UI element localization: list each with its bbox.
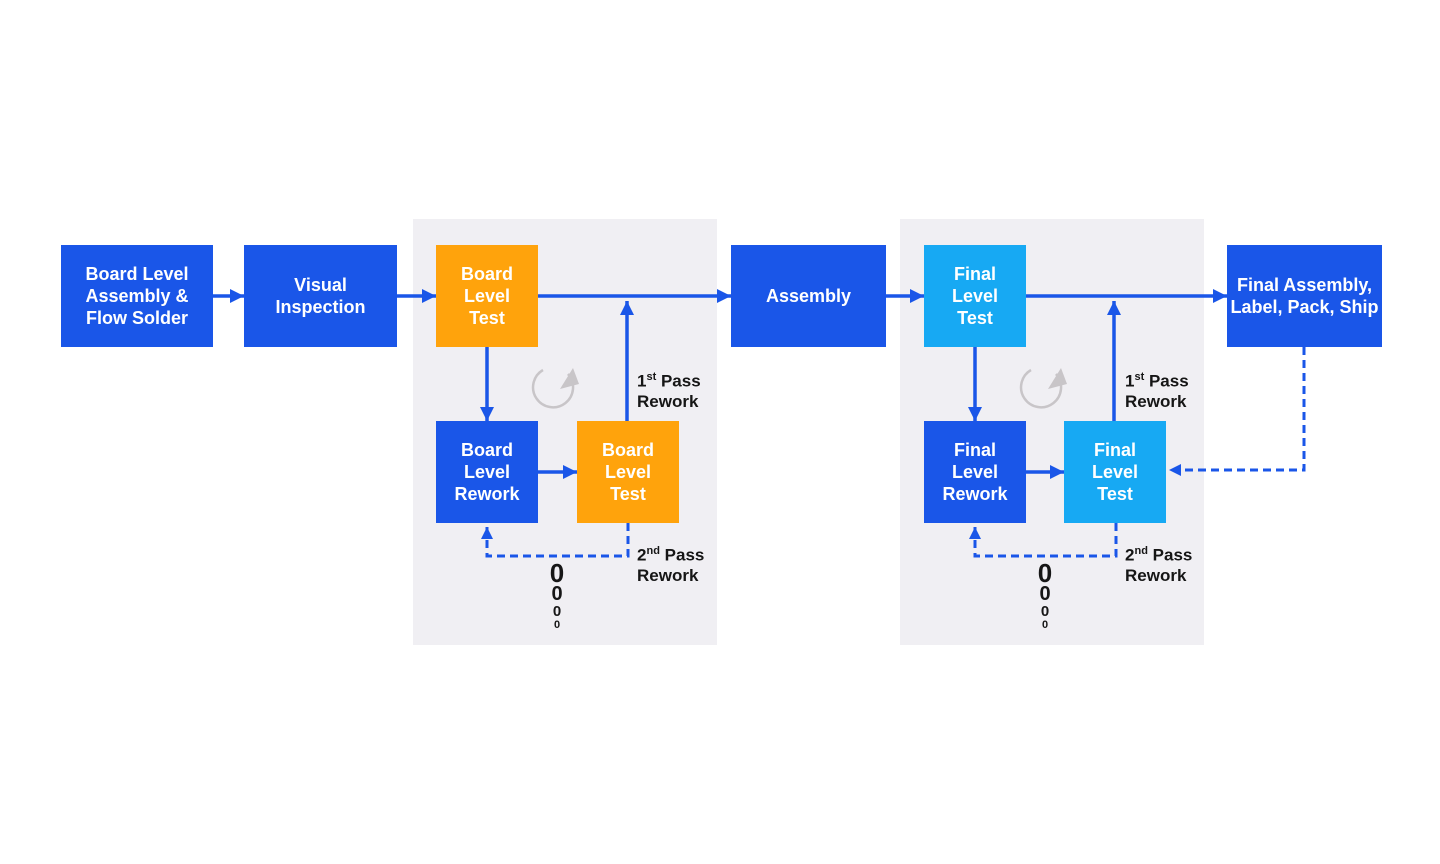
- node-board-level-retest: Board Level Test: [577, 421, 679, 523]
- node-visual-inspection: Visual Inspection: [244, 245, 397, 347]
- node-label: Assembly: [765, 286, 852, 306]
- pass-label-line1: 1st Pass: [1125, 371, 1189, 391]
- final-zero-defects-column: 0 0 0 0: [1015, 558, 1075, 631]
- node-label: Visual Inspection: [275, 275, 366, 317]
- pass-label-line2: Rework: [1125, 565, 1187, 585]
- node-final-level-retest: Final Level Test: [1064, 421, 1166, 523]
- ordinal-superscript: nd: [646, 545, 660, 557]
- node-label: Final Level Test: [1091, 440, 1139, 504]
- node-label: Board Level Test: [601, 440, 654, 504]
- pass-label-line1: 2nd Pass: [1125, 545, 1193, 565]
- ordinal-superscript: nd: [1134, 545, 1148, 557]
- label-final-first-pass-rework: 1st Pass Rework: [1125, 367, 1189, 412]
- node-final-level-test: Final Level Test: [924, 245, 1026, 347]
- node-board-level-assembly: Board Level Assembly & Flow Solder: [61, 245, 213, 347]
- zero-digit: 0: [1040, 603, 1050, 620]
- pass-label-line2: Rework: [637, 391, 699, 411]
- node-board-level-test: Board Level Test: [436, 245, 538, 347]
- node-label: Final Level Rework: [942, 440, 1008, 504]
- pass-label-line2: Rework: [637, 565, 699, 585]
- ordinal-superscript: st: [646, 371, 657, 383]
- zero-digit: 0: [1039, 583, 1051, 605]
- pass-label-line1: 1st Pass: [637, 371, 701, 391]
- ordinal-superscript: st: [1134, 371, 1145, 383]
- node-label: Final Level Test: [951, 264, 999, 328]
- node-label: Board Level Rework: [454, 440, 520, 504]
- zero-digit: 0: [1037, 558, 1053, 588]
- label-board-first-pass-rework: 1st Pass Rework: [637, 367, 701, 412]
- pass-label-line2: Rework: [1125, 391, 1187, 411]
- zero-digit: 0: [552, 603, 562, 620]
- zero-digit: 0: [549, 558, 565, 588]
- zero-digit: 0: [553, 619, 561, 631]
- node-label: Final Assembly, Label, Pack, Ship: [1230, 275, 1379, 317]
- label-final-second-pass-rework: 2nd Pass Rework: [1125, 541, 1192, 586]
- node-final-assembly-ship: Final Assembly, Label, Pack, Ship: [1227, 245, 1382, 347]
- node-label: Board Level Assembly & Flow Solder: [85, 264, 189, 328]
- zero-digit: 0: [551, 583, 563, 605]
- node-label: Board Level Test: [460, 264, 513, 328]
- pass-label-line1: 2nd Pass: [637, 545, 705, 565]
- zero-digit: 0: [1041, 619, 1049, 631]
- label-board-second-pass-rework: 2nd Pass Rework: [637, 541, 704, 586]
- node-board-level-rework: Board Level Rework: [436, 421, 538, 523]
- board-zero-defects-column: 0 0 0 0: [527, 558, 587, 631]
- node-assembly: Assembly: [731, 245, 886, 347]
- node-final-level-rework: Final Level Rework: [924, 421, 1026, 523]
